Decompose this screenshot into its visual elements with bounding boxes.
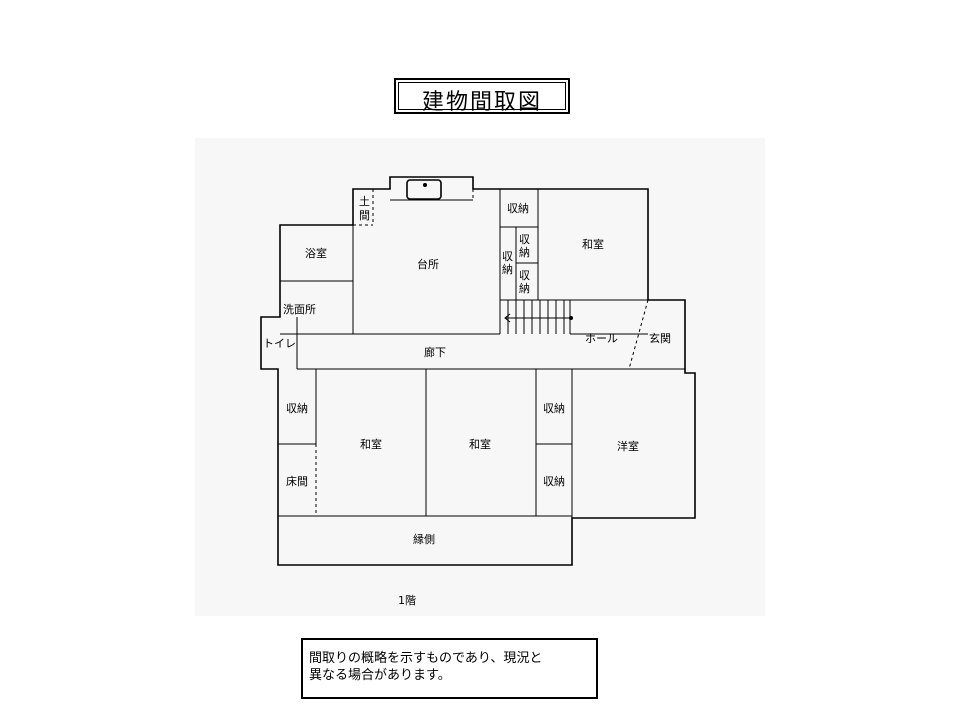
room-doma-char1: 土 [359,195,370,208]
room-washitsu-sw: 和室 [360,437,382,451]
room-storage-top: 収納 [507,202,529,215]
room-washitsu-ne: 和室 [582,237,604,251]
room-toilet: トイレ [263,337,296,350]
note-line-2: 異なる場合があります。 [309,668,451,683]
faucet [423,183,427,187]
room-storage-mid-a-char2: 納 [519,246,530,259]
room-storage-mid-b-char1: 収 [502,250,513,263]
room-entrance: 玄関 [649,331,671,345]
room-washroom: 洗面所 [283,303,316,316]
stair-post [569,316,573,320]
room-storage-mid-c-char2: 納 [519,282,530,295]
floor-plan-background [195,138,765,616]
room-engawa: 縁側 [413,532,435,546]
outer-wall [260,176,696,566]
room-western: 洋室 [617,439,639,453]
room-kitchen: 台所 [417,257,439,271]
room-hall: ホール [585,332,618,345]
page-title: 建物間取図 [421,90,542,115]
sink [406,179,442,200]
note-line-1: 間取りの概略を示すものであり、現況と [309,651,543,666]
room-washitsu-s: 和室 [469,437,491,451]
room-storage-right-a: 収納 [543,402,565,415]
room-storage-mid-b-char2: 納 [502,263,513,276]
room-storage-mid-c-char1: 収 [519,269,530,282]
room-doma-char2: 間 [359,209,370,222]
room-tokonoma: 床間 [286,474,308,488]
room-storage-right-b: 収納 [543,475,565,488]
floor-label: 1階 [398,593,416,607]
disclaimer-note: 間取りの概略を示すものであり、現況と 異なる場合があります。 [301,638,598,699]
room-storage-mid-a-char1: 収 [519,233,530,246]
title-box: 建物間取図 [394,78,570,115]
room-bath: 浴室 [305,246,327,260]
room-storage-left: 収納 [286,402,308,415]
room-corridor: 廊下 [424,345,446,359]
